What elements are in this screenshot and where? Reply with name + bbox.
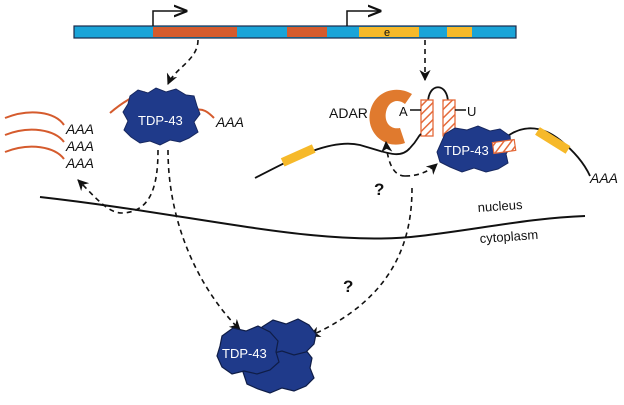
promoter-arrow-1 xyxy=(152,11,186,26)
nucleus-label: nucleus xyxy=(477,197,523,215)
nuclear-envelope xyxy=(39,196,586,240)
polya-label-left: AAA xyxy=(215,114,244,130)
tdp43-left-complex: TDP-43 AAA xyxy=(109,87,244,146)
crosstalk-arrow-to-tdp43 xyxy=(404,163,438,177)
polya-label-1: AAA xyxy=(65,121,94,137)
transcription-arrow-left xyxy=(166,39,199,86)
tdp43-bound-rna xyxy=(491,138,517,155)
exon-yellow-2 xyxy=(447,27,472,37)
tdp43-aggregate: TDP-43 xyxy=(216,318,317,394)
aggregation-arrow-right xyxy=(308,187,413,337)
exon-orange-1 xyxy=(153,27,237,37)
tdp43-left-protein xyxy=(122,87,201,146)
pre-mrna-exon-1 xyxy=(280,144,316,167)
exon-e xyxy=(359,27,419,37)
tdp43-left-label: TDP-43 xyxy=(138,113,183,128)
polya-label-right: AAA xyxy=(589,170,618,186)
tdp43-aggregate-label: TDP-43 xyxy=(222,346,267,361)
mrna-strand-2 xyxy=(4,128,65,143)
hairpin-loop xyxy=(427,86,449,104)
pre-mrna-complex: AAA A U ADAR TDP-43 xyxy=(254,86,618,186)
polya-label-2: AAA xyxy=(65,138,94,154)
polya-label-3: AAA xyxy=(65,155,94,171)
released-mrnas: AAA AAA AAA xyxy=(4,111,94,171)
question-mark-lower: ? xyxy=(343,277,353,296)
question-mark-upper: ? xyxy=(374,180,384,199)
promoter-arrow-2 xyxy=(346,11,380,26)
export-arrow xyxy=(77,149,159,214)
aggregation-arrow-left xyxy=(167,149,241,331)
pre-mrna-strand xyxy=(254,142,411,179)
crosstalk-arrow-to-adar xyxy=(381,140,406,177)
aggregate-lobe-left xyxy=(216,325,280,375)
hairpin-stem-left xyxy=(420,99,434,137)
adar-label: ADAR xyxy=(329,105,368,121)
pre-mrna-exon-2 xyxy=(535,127,571,154)
base-a-label: A xyxy=(399,104,408,119)
mrna-strand-3 xyxy=(4,145,65,160)
tdp43-right-protein xyxy=(436,125,512,173)
adar-enzyme xyxy=(369,89,412,145)
base-u-label: U xyxy=(467,104,476,119)
mrna-strand-1 xyxy=(4,111,65,126)
exon-orange-2 xyxy=(287,27,327,37)
hairpin-entry xyxy=(409,133,422,149)
exon-e-label: e xyxy=(384,27,390,39)
gene-bar: e xyxy=(73,11,517,39)
tdp43-right-label: TDP-43 xyxy=(444,143,489,158)
cytoplasm-label: cytoplasm xyxy=(479,227,538,246)
